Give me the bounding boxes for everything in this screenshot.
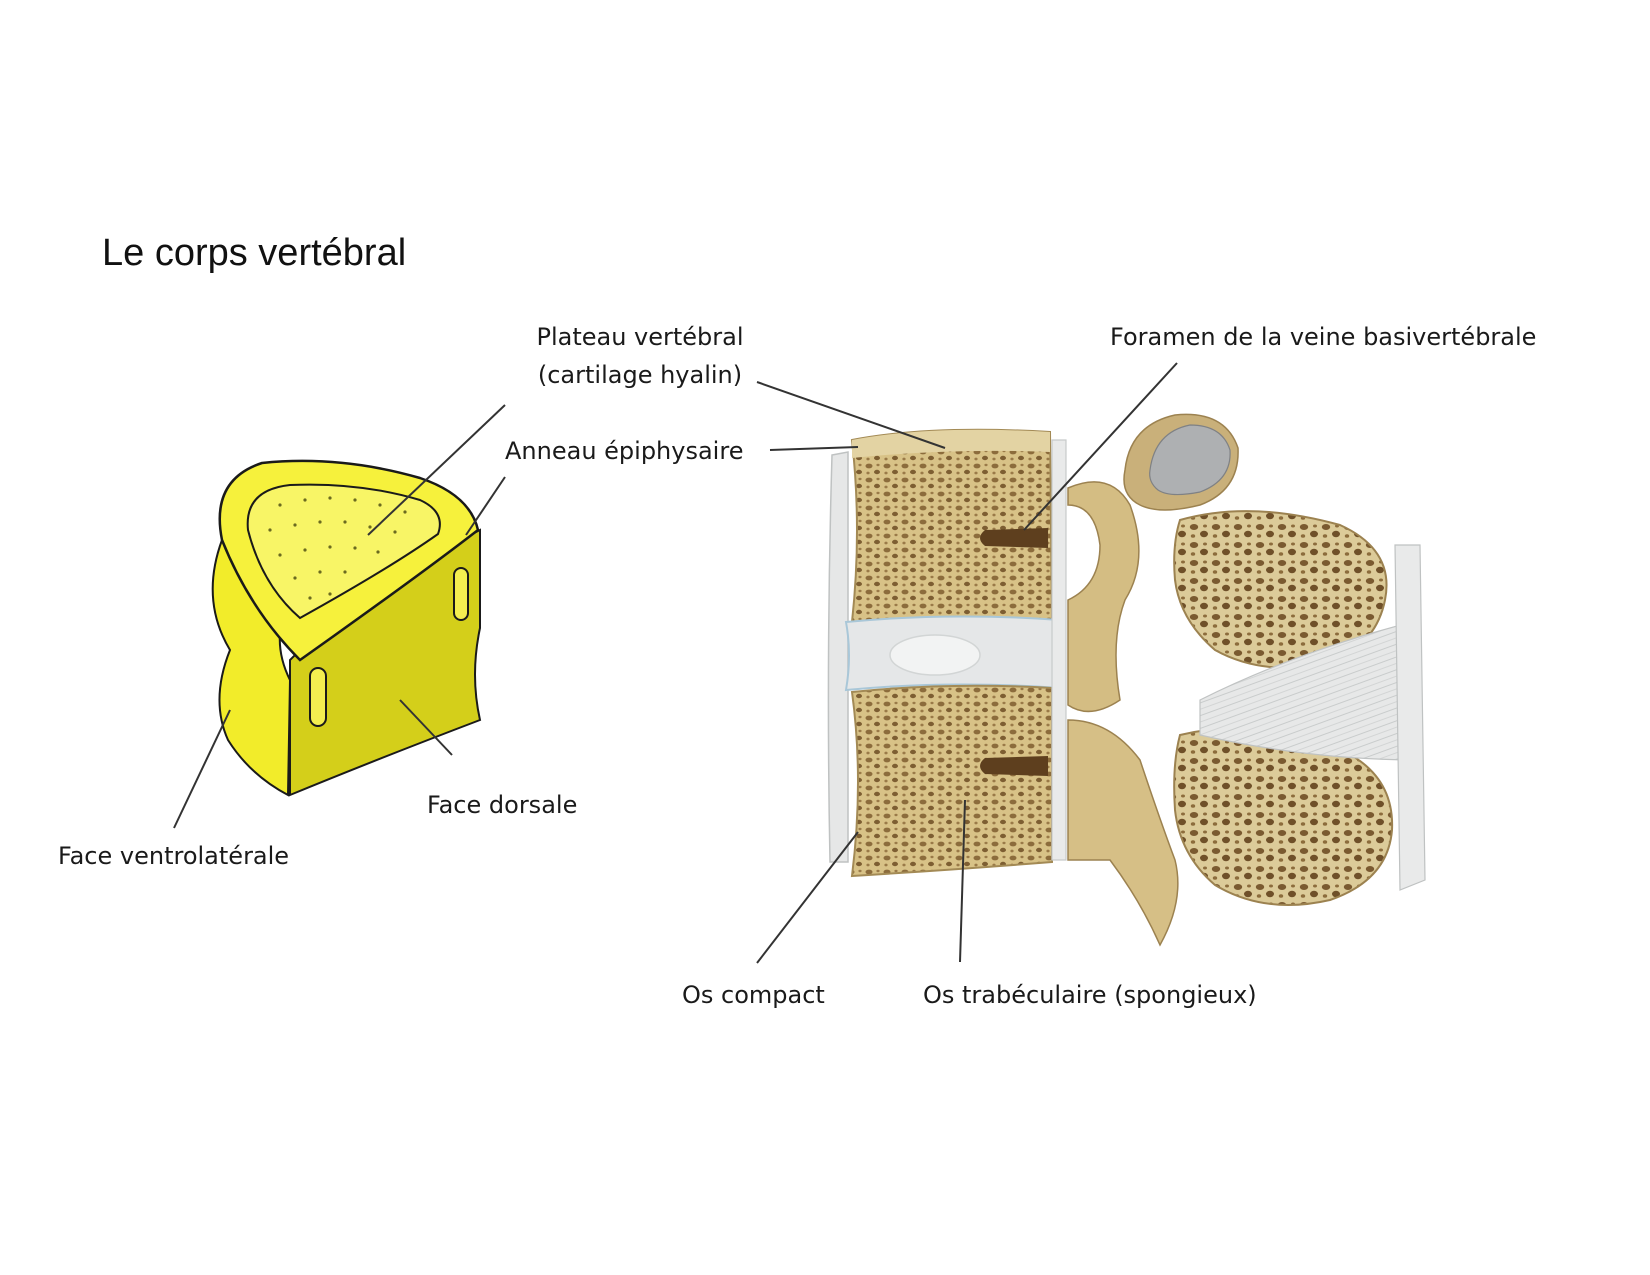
label-plateau-line2: (cartilage hyalin) bbox=[537, 361, 743, 389]
leader-anneau-right bbox=[769, 446, 859, 451]
sagittal-section-illustration bbox=[827, 413, 1426, 947]
label-face-dorsale: Face dorsale bbox=[427, 791, 578, 819]
leader-anneau-left bbox=[465, 476, 506, 536]
leader-os-compact bbox=[756, 831, 859, 964]
lower-vertebral-body bbox=[850, 684, 1053, 878]
foramen-slot-right bbox=[453, 567, 469, 621]
label-foramen: Foramen de la veine basivertébrale bbox=[1110, 323, 1537, 351]
ventrolateral-face bbox=[211, 537, 292, 797]
leader-face-dorsale bbox=[399, 699, 453, 756]
label-plateau: Plateau vertébral (cartilage hyalin) bbox=[520, 318, 760, 394]
label-os-trabeculaire: Os trabéculaire (spongieux) bbox=[923, 981, 1257, 1009]
upper-vertebral-body bbox=[850, 428, 1054, 624]
basivertebral-groove-lower bbox=[980, 756, 1048, 776]
leader-lines bbox=[173, 362, 1178, 964]
label-face-ventrolaterale: Face ventrolatérale bbox=[58, 842, 290, 870]
nucleus-pulposus bbox=[889, 634, 981, 676]
anterior-ligament bbox=[827, 451, 849, 863]
leader-face-ventro bbox=[173, 709, 231, 829]
articular-cartilage bbox=[1149, 424, 1231, 496]
basivertebral-groove-upper bbox=[980, 528, 1048, 548]
label-os-compact: Os compact bbox=[682, 981, 825, 1009]
leader-plateau-right bbox=[756, 381, 946, 449]
upper-endplate bbox=[852, 429, 1050, 458]
label-anneau: Anneau épiphysaire bbox=[505, 437, 744, 465]
vertebral-body-illustration bbox=[211, 459, 482, 797]
pedicle-lower bbox=[1067, 719, 1179, 947]
label-plateau-line1: Plateau vertébral bbox=[536, 323, 744, 351]
posterior-ligament bbox=[1051, 439, 1067, 861]
pedicle-upper bbox=[1067, 481, 1140, 713]
page-title: Le corps vertébral bbox=[102, 232, 407, 274]
foramen-slot-left bbox=[309, 667, 327, 727]
vertebral-plateau bbox=[246, 483, 441, 620]
leader-os-trabeculaire bbox=[959, 799, 966, 963]
leader-foramen bbox=[1023, 362, 1178, 531]
leader-plateau-left bbox=[367, 404, 506, 536]
plateau-pores bbox=[268, 496, 407, 600]
supraspinous-ligament bbox=[1394, 544, 1426, 891]
